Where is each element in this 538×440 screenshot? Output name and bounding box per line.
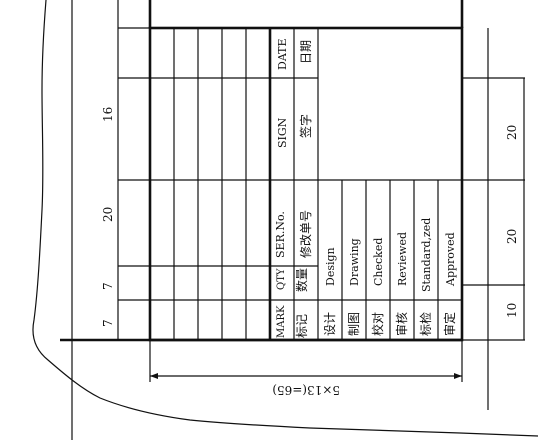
col-mark-en: MARK [276,305,287,338]
dim-left-3: 16 [101,107,115,122]
row-design-en: Design [324,247,337,286]
row-approved-en: Approved [444,232,457,287]
row-reviewed-en: Reviewed [396,232,409,286]
row-reviewed-cn: 审核 [394,312,409,336]
dim-left-0: 7 [101,319,115,327]
dim-bottom: 5×13(=65) [272,383,340,397]
right-dimension-labels: 10 20 20 [505,125,519,318]
title-block-grid [60,0,464,342]
col-mark-cn: 标记 [295,314,309,338]
row-checked-cn: 校对 [370,312,385,336]
dim-right-1: 20 [505,229,519,244]
right-dimension-lines [462,28,525,410]
row-standard-cn: 标检 [418,312,433,336]
dim-right-2: 20 [505,125,519,140]
row-approved-cn: 审定 [442,312,457,336]
torn-paper-edge [32,0,538,437]
left-dimension-labels: 7 7 20 16 [101,107,115,327]
col-qty-cn: 数量 [294,268,309,292]
col-qty-en: QTY [276,268,287,290]
row-drawing-cn: 制图 [347,312,361,336]
col-serno-cn: 修改单号 [298,210,313,258]
row-checked-en: Checked [372,238,385,286]
row-standard-en: Standard,zed [420,218,433,292]
bottom-dimension-line [149,340,463,382]
col-date-en: DATE [276,38,289,70]
col-serno-en: SER.No. [274,211,287,258]
dim-left-2: 20 [101,207,115,222]
dim-left-1: 7 [101,282,115,290]
row-design-cn: 设计 [323,312,337,336]
col-sign-cn: 签字 [298,114,313,138]
col-sign-en: SIGN [276,117,289,148]
header-labels: MARK QTY 标记 数量 SER.No. 修改单号 SIGN 签字 DATE… [274,38,313,338]
approval-rows: Design 设计 Drawing 制图 Checked 校对 Reviewed… [323,218,457,336]
row-drawing-en: Drawing [348,238,361,286]
dim-right-0: 10 [505,303,519,318]
col-date-cn: 日期 [299,40,313,64]
